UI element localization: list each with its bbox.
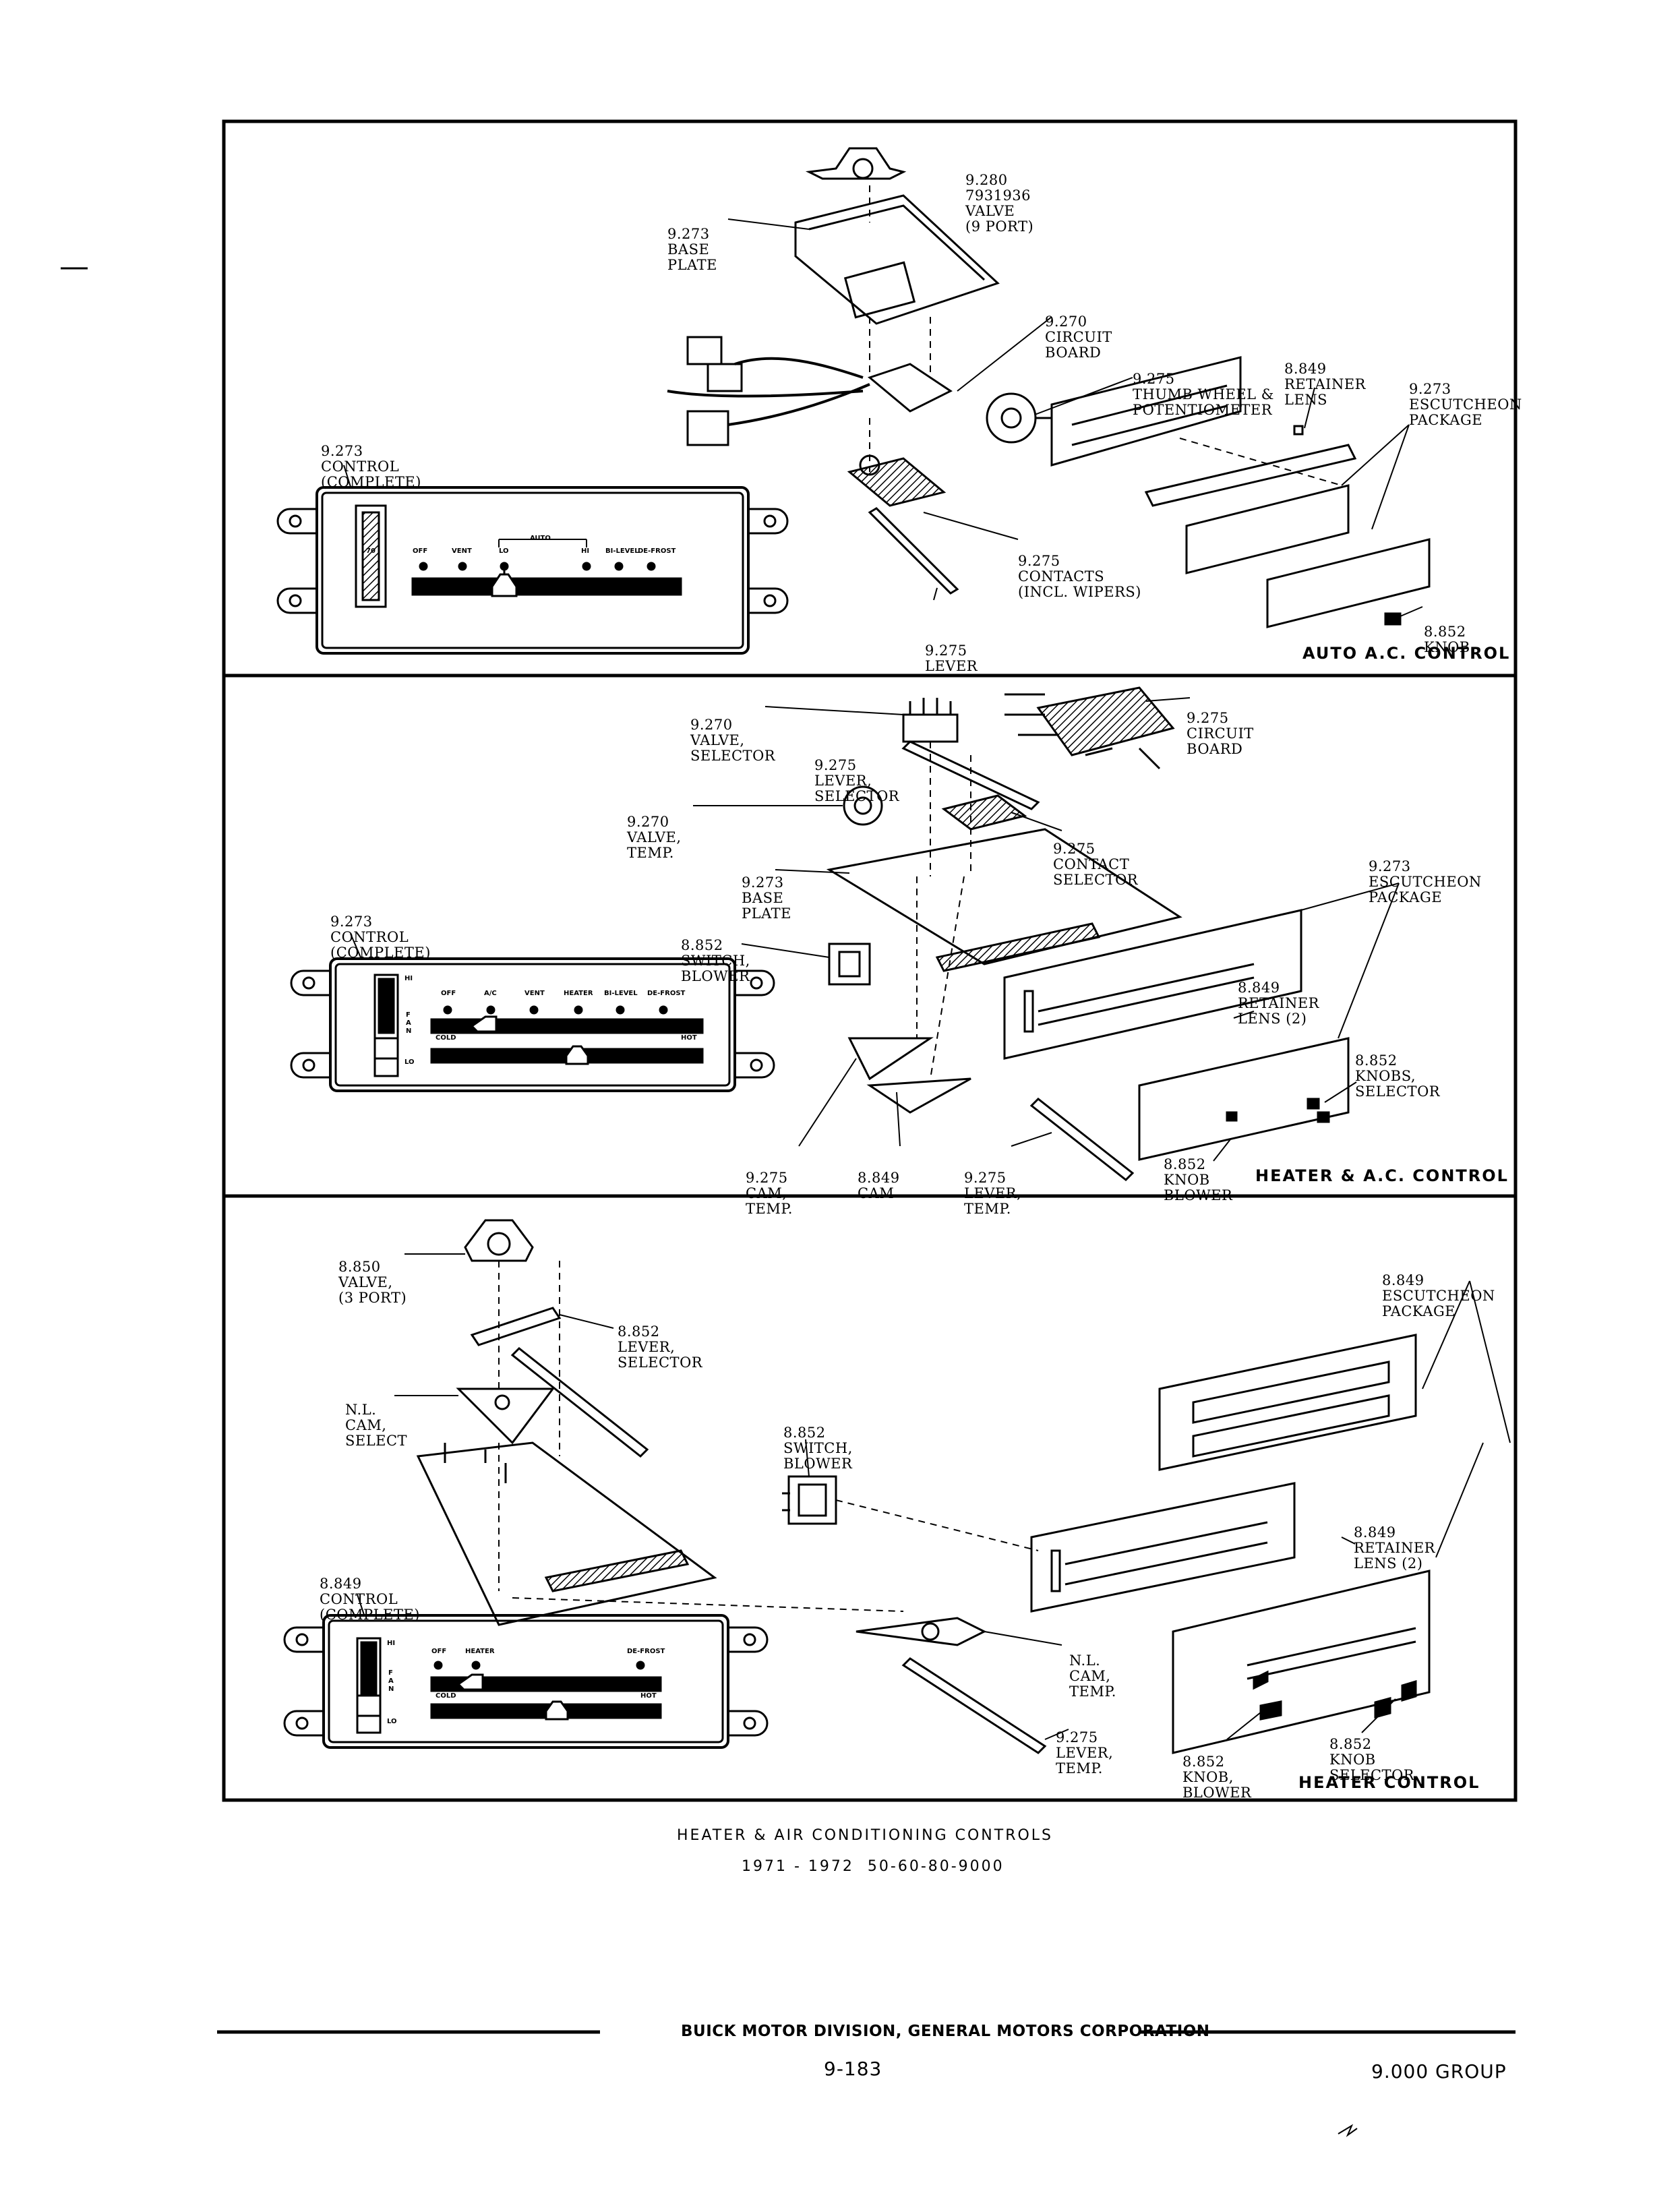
auto-ac-leader-lines [343, 218, 1423, 618]
panel-label-off: OFF [413, 547, 428, 555]
panel2-label-defrost: DE-FROST [647, 990, 686, 997]
callout-nl-cam-select: N.L.CAM,SELECT [345, 1402, 408, 1449]
panel2-label-heater: HEATER [564, 990, 593, 997]
panel3-label-hot: HOT [640, 1692, 657, 1700]
panel-label-defrost: DE-FROST [638, 547, 676, 555]
panel3-label-cold: COLD [436, 1692, 456, 1700]
panel-label-hi: HI [581, 547, 590, 555]
figure-caption-subtitle: 1971 - 1972 50-60-80-9000 [742, 1858, 1004, 1875]
panel3-label-lo: LO [387, 1718, 397, 1725]
panel2-label-lo: LO [404, 1058, 415, 1066]
panel-label-lo: LO [499, 547, 509, 555]
panel3-label-n: N [388, 1685, 394, 1693]
panel2-label-hi: HI [404, 975, 413, 982]
footer-page-number: 9-183 [824, 2058, 882, 2080]
panel2-label-a: A [406, 1019, 411, 1027]
panel-label-temp-70: 70 [366, 547, 376, 555]
footer-publisher: BUICK MOTOR DIVISION, GENERAL MOTORS COR… [681, 2023, 1210, 2040]
panel2-label-off: OFF [441, 990, 456, 997]
footer-group: 9.000 GROUP [1371, 2060, 1507, 2083]
auto-ac-exploded-parts [667, 147, 1431, 628]
panel3-label-f: F [388, 1669, 393, 1677]
panel3-label-a: A [388, 1677, 394, 1685]
panel3-label-defrost: DE-FROST [627, 1648, 665, 1655]
panel2-label-cold: COLD [436, 1034, 456, 1042]
heater-exploded-parts [416, 1219, 1431, 1754]
panel2-label-n: N [406, 1027, 412, 1035]
section-title-heater: HEATER CONTROL [1298, 1773, 1480, 1792]
panel2-label-vent: VENT [524, 990, 545, 997]
panel2-label-f: F [406, 1011, 411, 1019]
heater-control-panel [283, 1614, 769, 1749]
panel-label-vent: VENT [452, 547, 472, 555]
panel-label-bi-level: BI-LEVEL [605, 547, 639, 555]
auto-ac-panel-dots [419, 562, 656, 571]
auto-ac-control-panel [276, 486, 789, 655]
callout-nl-cam-temp: N.L.CAM,TEMP. [1069, 1652, 1116, 1700]
heater-ac-panel-dots [443, 1005, 668, 1015]
panel3-label-heater: HEATER [465, 1648, 495, 1655]
heater-ac-leader-lines [350, 697, 1400, 1162]
heater-leader-lines [357, 1253, 1511, 1740]
stray-mark [1338, 2124, 1358, 2137]
section-frame-heater [222, 1194, 1518, 1802]
figure-caption-title: HEATER & AIR CONDITIONING CONTROLS [677, 1827, 1054, 1844]
panel2-label-ac: A/C [484, 990, 497, 997]
section-title-heater-ac: HEATER & A.C. CONTROL [1255, 1166, 1509, 1185]
heater-panel-dots [433, 1661, 645, 1670]
panel2-label-bi-level: BI-LEVEL [604, 990, 638, 997]
heater-ac-exploded-parts [826, 686, 1350, 1182]
panel2-label-hot: HOT [681, 1034, 697, 1042]
panel3-label-off: OFF [431, 1648, 447, 1655]
panel3-label-hi: HI [387, 1640, 396, 1647]
heater-ac-control-panel [290, 957, 775, 1092]
panel-label-auto: AUTO [530, 535, 551, 542]
section-title-auto-ac: AUTO A.C. CONTROL [1302, 644, 1511, 663]
